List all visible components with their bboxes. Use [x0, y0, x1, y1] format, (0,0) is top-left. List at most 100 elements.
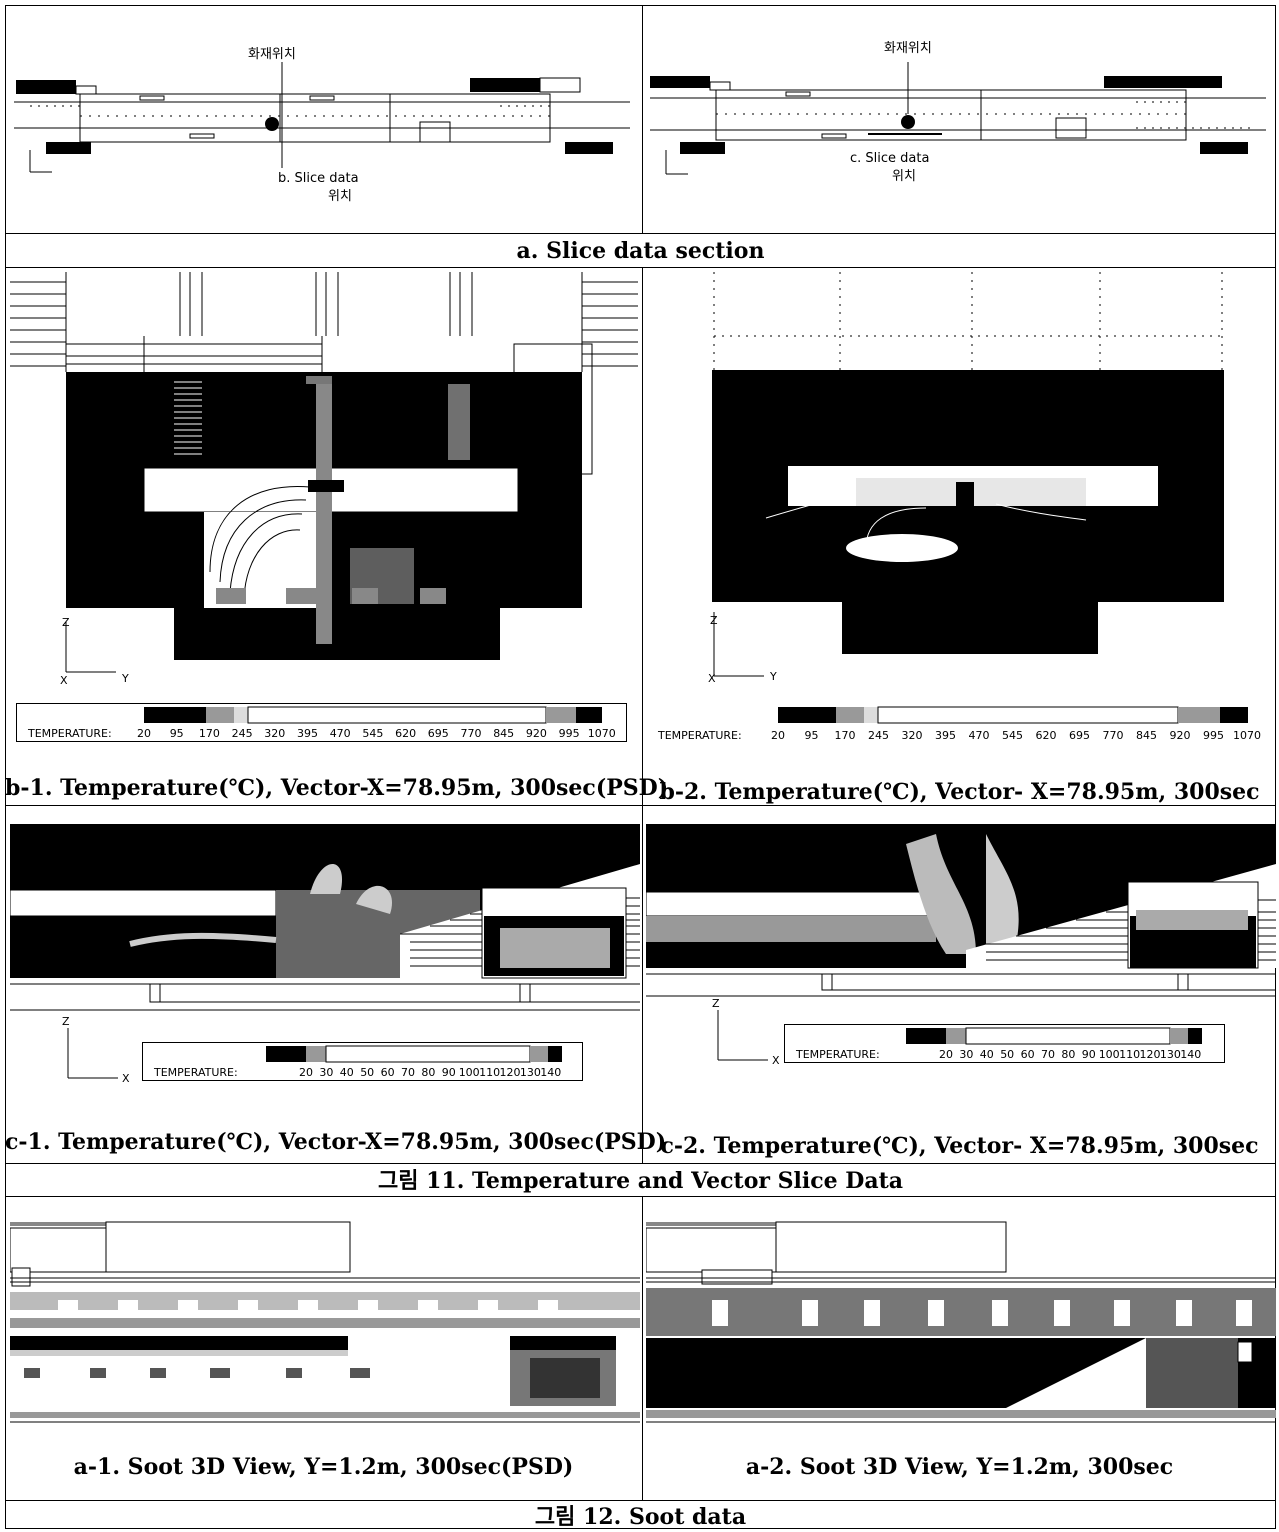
row-divider-c [5, 1163, 1276, 1164]
legend-title: TEMPERATURE: [27, 727, 112, 740]
temperature-longitudinal [646, 824, 1276, 1000]
fire-location-label: 화재위치 [884, 41, 932, 56]
slice-location-label: b. Slice data [278, 171, 359, 186]
temperature-cross-section-psd: Z Y X [10, 272, 638, 742]
caption-b2: b-2. Temperature(℃), Vector- X=78.95m, 3… [659, 779, 1260, 805]
legend-tick-label: 770 [461, 727, 482, 740]
legend-tick-label: 170 [199, 727, 220, 740]
row-divider-soot [5, 1500, 1276, 1501]
legend-tick-label: 620 [1036, 729, 1057, 742]
slice-section-right-plan: 화재위치 c. Slice data 위치 [646, 10, 1274, 230]
legend-tick-label: 845 [1136, 729, 1157, 742]
legend-title: TEMPERATURE: [153, 1066, 238, 1079]
figure-frame [5, 5, 1276, 1529]
caption-soot-a1: a-1. Soot 3D View, Y=1.2m, 300sec(PSD) [73, 1454, 574, 1480]
legend-tick-label: 130 [1160, 1048, 1181, 1061]
fire-location-label: 화재위치 [248, 47, 296, 62]
legend-tick-label: 770 [1103, 729, 1124, 742]
legend-tick-label: 30 [319, 1066, 333, 1079]
slice-section-left-plan: 화재위치 b. Slice data 위치 [10, 10, 638, 230]
legend-tick-label: 100 [459, 1066, 480, 1079]
legend-tick-label: 1070 [1233, 729, 1261, 742]
legend-tick-label: 20 [137, 727, 151, 740]
legend-tick-label: 395 [297, 727, 318, 740]
caption-slice-data-section: a. Slice data section [516, 238, 765, 264]
legend-tick-label: 995 [1203, 729, 1224, 742]
legend-tick-label: 995 [559, 727, 580, 740]
legend-tick-label: 920 [526, 727, 547, 740]
legend-tick-label: 20 [771, 729, 785, 742]
axis-z-label: Z [712, 997, 720, 1010]
row-divider-a-caption [5, 267, 1276, 268]
axis-z-label: Z [62, 616, 70, 629]
legend-tick-label: 20 [299, 1066, 313, 1079]
legend-tick-label: 620 [395, 727, 416, 740]
soot-3d-view [646, 1218, 1276, 1428]
row-divider-fig11-caption [5, 1196, 1276, 1197]
axis-y-label: Y [121, 672, 129, 685]
legend-tick-label: 130 [520, 1066, 541, 1079]
legend-tick-label: 120 [500, 1066, 521, 1079]
legend-tick-label: 80 [1061, 1048, 1075, 1061]
caption-b1: b-1. Temperature(℃), Vector-X=78.95m, 30… [5, 775, 669, 801]
temperature-legend-b1: TEMPERATURE: 20 95 170 245 320 395 470 545 620 69… [16, 703, 628, 743]
legend-tick-label: 40 [340, 1066, 354, 1079]
axis-x-label: X [708, 672, 716, 685]
legend-tick-label: 245 [232, 727, 253, 740]
legend-tick-label: 120 [1140, 1048, 1161, 1061]
legend-tick-label: 170 [835, 729, 856, 742]
caption-figure-11: 그림 11. Temperature and Vector Slice Data [377, 1168, 904, 1194]
legend-tick-label: 695 [1069, 729, 1090, 742]
legend-tick-label: 920 [1170, 729, 1191, 742]
col-divider-a [642, 5, 643, 233]
temperature-cross-section: Z Y X [646, 272, 1274, 742]
axis-x-label: X [772, 1054, 780, 1067]
soot-3d-view-psd [10, 1218, 640, 1428]
legend-tick-label: 20 [939, 1048, 953, 1061]
legend-tick-label: 90 [1082, 1048, 1096, 1061]
col-divider-soot [642, 1196, 643, 1500]
legend-tick-label: 845 [493, 727, 514, 740]
legend-tick-label: 30 [959, 1048, 973, 1061]
legend-tick-label: 545 [1002, 729, 1023, 742]
legend-tick-label: 695 [428, 727, 449, 740]
slice-location-label-2: 위치 [892, 169, 916, 184]
legend-tick-label: 110 [479, 1066, 500, 1079]
legend-tick-label: 40 [980, 1048, 994, 1061]
legend-tick-label: 70 [1041, 1048, 1055, 1061]
legend-tick-label: 320 [902, 729, 923, 742]
legend-tick-label: 320 [264, 727, 285, 740]
slice-location-label: c. Slice data [850, 151, 929, 166]
legend-tick-label: 50 [360, 1066, 374, 1079]
caption-c1: c-1. Temperature(℃), Vector-X=78.95m, 30… [5, 1129, 667, 1155]
caption-soot-a2: a-2. Soot 3D View, Y=1.2m, 300sec [745, 1454, 1174, 1480]
legend-tick-label: 140 [1180, 1048, 1201, 1061]
legend-tick-label: 70 [401, 1066, 415, 1079]
legend-tick-label: 545 [362, 727, 383, 740]
axis-x-label: X [122, 1072, 130, 1085]
legend-tick-label: 60 [381, 1066, 395, 1079]
legend-tick-label: 95 [805, 729, 819, 742]
legend-tick-label: 90 [442, 1066, 456, 1079]
caption-figure-12: 그림 12. Soot data [534, 1504, 747, 1530]
legend-tick-label: 80 [421, 1066, 435, 1079]
legend-title: TEMPERATURE: [795, 1048, 880, 1061]
caption-c2: c-2. Temperature(℃), Vector- X=78.95m, 3… [660, 1133, 1259, 1159]
legend-tick-label: 60 [1021, 1048, 1035, 1061]
legend-tick-label: 50 [1000, 1048, 1014, 1061]
legend-tick-label: 140 [540, 1066, 561, 1079]
legend-tick-label: 395 [935, 729, 956, 742]
axis-x-label: X [60, 674, 68, 687]
axis-y-label: Y [769, 670, 777, 683]
legend-tick-label: 95 [170, 727, 184, 740]
axis-z-label: Z [62, 1015, 70, 1028]
legend-tick-label: 1070 [588, 727, 616, 740]
legend-tick-label: 470 [330, 727, 351, 740]
col-divider-bc [642, 267, 643, 1163]
axis-z-label: Z [710, 614, 718, 627]
legend-tick-label: 470 [969, 729, 990, 742]
legend-tick-label: 100 [1099, 1048, 1120, 1061]
legend-title: TEMPERATURE: [657, 729, 742, 742]
